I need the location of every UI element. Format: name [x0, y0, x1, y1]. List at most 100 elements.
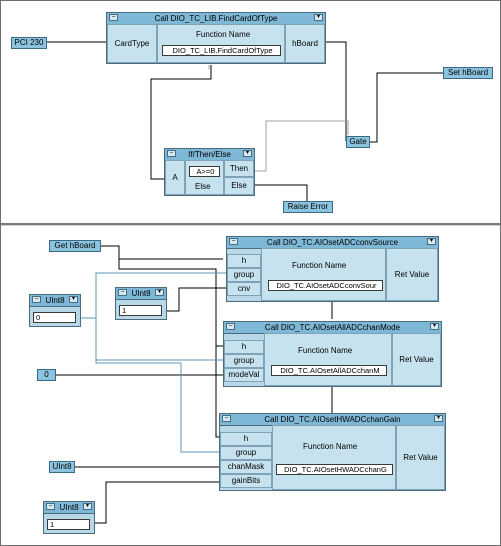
alladc-title: Call DIO_TC.AIOsetAllADCchanMode [264, 323, 401, 332]
uint8-a-title-bar[interactable]: UInt8 [30, 295, 80, 307]
alladc-function-name-field[interactable]: DIO_TC.AIOsetAllADCchanM [271, 365, 387, 376]
minimize-icon[interactable]: – [167, 150, 176, 157]
hwadc-input-pin-group[interactable]: group [220, 446, 272, 460]
minimize-icon[interactable]: – [226, 323, 235, 330]
ifthenelse-else-label: Else [195, 182, 211, 191]
menu-icon[interactable]: ▾ [83, 503, 92, 510]
minimize-icon[interactable]: – [118, 289, 127, 296]
wire-uint8a-to-group2 [95, 318, 223, 361]
ifthenelse-output-pin-else[interactable]: Else [224, 177, 254, 195]
adcsrc-input-pin-cnv[interactable]: cnv [227, 282, 261, 296]
uint8-c-title: UInt8 [59, 503, 79, 512]
uint8-a-value-field[interactable]: 0 [33, 312, 76, 323]
uint8-c-title-bar[interactable]: UInt8 [44, 502, 94, 514]
menu-icon[interactable]: ▾ [427, 238, 436, 245]
wire-gethboard-h2 [118, 259, 223, 347]
uint8-b-title-bar[interactable]: UInt8 [116, 288, 166, 300]
minimize-icon[interactable]: – [229, 238, 238, 245]
alladc-function-name-label: Function Name [298, 346, 353, 355]
hwadc-input-pin-chanmask[interactable]: chanMask [220, 460, 272, 474]
adcsrc-title: Call DIO_TC.AIOsetADCconvSource [266, 238, 399, 247]
ifthenelse-object[interactable]: If/Then/Else – ▾ A A>=0 Else Then Else [164, 148, 255, 196]
get-hboard-label: Get hBoard [54, 241, 96, 250]
ifthenelse-input-pin-a[interactable]: A [165, 160, 185, 195]
menu-icon[interactable]: ▾ [243, 150, 252, 157]
uint8-b-value-field[interactable]: 1 [119, 305, 162, 316]
hwadc-function-panel: Function Name DIO_TC.AIOsetHWADCchanG [272, 425, 396, 490]
uint8-small-constant[interactable]: UInt8 [49, 461, 75, 473]
hwadc-input-pin-h[interactable]: h [220, 432, 272, 446]
uint8-constant-c[interactable]: UInt8 – ▾ 1 [43, 501, 95, 534]
adcsrc-output-pin-retvalue[interactable]: Ret Value [386, 248, 438, 301]
wire-uint8a-to-group3 [95, 360, 219, 453]
wire-gethboard-h3 [215, 346, 219, 438]
findcard-function-name-label: Function Name [196, 30, 251, 39]
minimize-icon[interactable]: – [32, 296, 41, 303]
hwadc-output-pin-retvalue[interactable]: Ret Value [396, 425, 445, 490]
adcsrc-function-name-field[interactable]: DIO_TC.AIOsetADCconvSour [268, 280, 383, 291]
ifthenelse-title: If/Then/Else [188, 150, 231, 159]
call-aiosethwadcchangain-object[interactable]: Call DIO_TC.AIOsetHWADCchanGain – ▾ h gr… [219, 413, 446, 491]
ifthenelse-condition-panel: A>=0 Else [185, 160, 224, 195]
uint8-c-value-field[interactable]: 1 [47, 519, 90, 530]
adcsrc-function-name-label: Function Name [292, 261, 347, 270]
alladc-output-pin-retvalue[interactable]: Ret Value [392, 333, 441, 386]
findcard-function-name-field[interactable]: DIO_TC_LIB.FindCardOfType [162, 45, 281, 56]
wire-else-to-raise [255, 184, 308, 201]
wire-hboard-out [326, 41, 347, 141]
wire-uint8c-to-gainbits [90, 481, 219, 524]
alladc-input-pin-group[interactable]: group [224, 354, 264, 368]
hwadc-input-pin-gainbits[interactable]: gainBits [220, 474, 272, 488]
call-findcardoftype-object[interactable]: Call DIO_TC_LIB.FindCardOfType – ▾ CardT… [106, 12, 326, 64]
uint8-small-constant-label: UInt8 [52, 462, 72, 471]
hwadc-title: Call DIO_TC.AIOsetHWADCchanGain [264, 415, 401, 424]
wire-hboard-to-ifthen [150, 65, 212, 180]
minimize-icon[interactable]: – [109, 14, 118, 21]
adcsrc-input-pin-group[interactable]: group [227, 268, 261, 282]
menu-icon[interactable]: ▾ [69, 296, 78, 303]
menu-icon[interactable]: ▾ [155, 289, 164, 296]
hwadc-function-name-field[interactable]: DIO_TC.AIOsetHWADCchanG [276, 464, 393, 475]
findcard-title: Call DIO_TC_LIB.FindCardOfType [154, 14, 278, 23]
minimize-icon[interactable]: – [222, 415, 231, 422]
uint8-constant-b[interactable]: UInt8 – ▾ 1 [115, 287, 167, 320]
pci-230-constant[interactable]: PCI 230 [11, 37, 47, 49]
set-hboard-object[interactable]: Set hBoard [443, 67, 493, 79]
raise-error-label: Raise Error [287, 202, 329, 211]
gate-label: Gate [349, 137, 367, 146]
adcsrc-function-panel: Function Name DIO_TC.AIOsetADCconvSour [261, 248, 386, 301]
uint8-b-title: UInt8 [131, 289, 151, 298]
wire-gate-to-set [370, 72, 443, 143]
raise-error-object[interactable]: Raise Error [283, 201, 333, 213]
findcard-output-pin-hboard[interactable]: hBoard [285, 24, 325, 63]
findcard-function-panel: Function Name DIO_TC_LIB.FindCardOfType [157, 24, 285, 63]
alladc-input-pin-modeval[interactable]: modeVal [224, 368, 264, 382]
uint8-a-title: UInt8 [45, 296, 65, 305]
call-aiosetadcconvsource-object[interactable]: Call DIO_TC.AIOsetADCconvSource – ▾ h gr… [226, 236, 439, 302]
uint8-constant-a[interactable]: UInt8 – ▾ 0 [29, 294, 81, 327]
wire-uint8a-to-group1 [75, 272, 226, 319]
zero-constant-label: 0 [44, 370, 49, 379]
menu-icon[interactable]: ▾ [430, 323, 439, 330]
call-aiosetalladcchanmode-object[interactable]: Call DIO_TC.AIOsetAllADCchanMode – ▾ h g… [223, 321, 442, 387]
ifthenelse-condition-field[interactable]: A>=0 [189, 166, 220, 177]
alladc-function-panel: Function Name DIO_TC.AIOsetAllADCchanM [264, 333, 392, 386]
menu-icon[interactable]: ▾ [434, 415, 443, 422]
adcsrc-input-pin-h[interactable]: h [227, 254, 261, 268]
zero-constant[interactable]: 0 [37, 369, 56, 381]
pci-230-label: PCI 230 [14, 38, 44, 47]
pane-divider[interactable] [1, 223, 500, 226]
wire-then-control [255, 120, 349, 172]
set-hboard-label: Set hBoard [447, 68, 489, 77]
minimize-icon[interactable]: – [46, 503, 55, 510]
wire-uint8b-to-cnv [167, 287, 226, 312]
alladc-input-pin-h[interactable]: h [224, 340, 264, 354]
hwadc-function-name-label: Function Name [303, 442, 358, 451]
findcard-input-pin-cardtype[interactable]: CardType [107, 24, 157, 63]
menu-icon[interactable]: ▾ [314, 14, 323, 21]
ifthenelse-output-pin-then[interactable]: Then [224, 160, 254, 177]
gate-object[interactable]: Gate [346, 136, 370, 148]
get-hboard-object[interactable]: Get hBoard [49, 240, 101, 252]
